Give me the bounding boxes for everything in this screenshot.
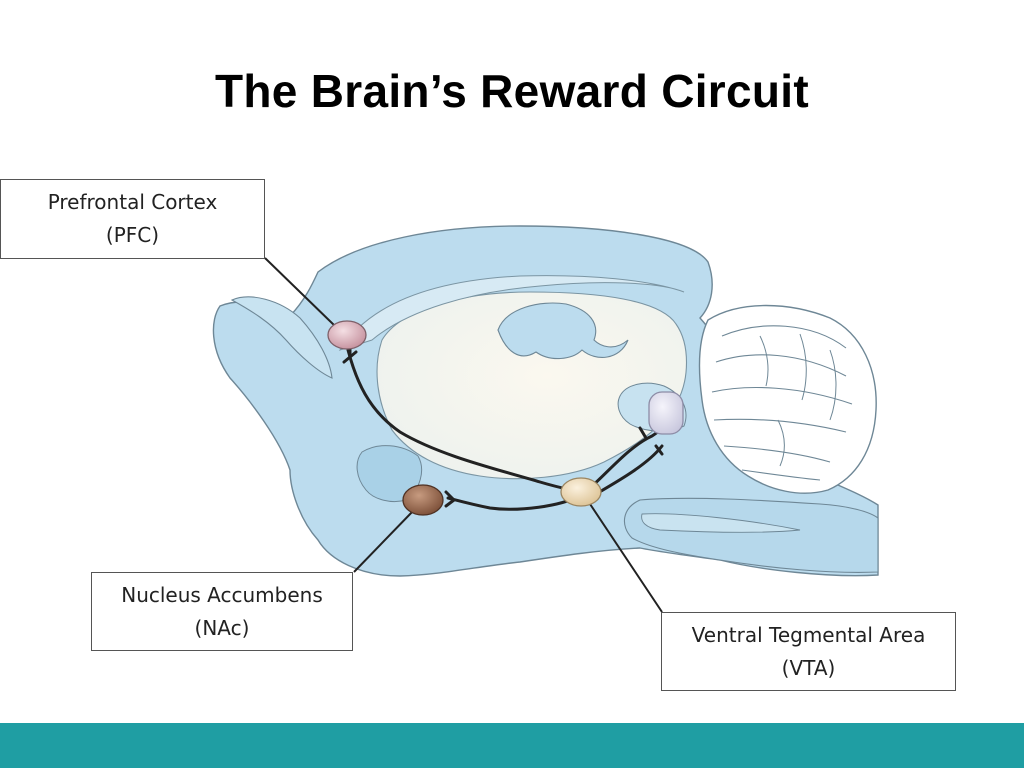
pfc-label: Prefrontal Cortex	[47, 190, 218, 214]
hippocampus	[497, 302, 629, 360]
vta-label: Ventral Tegmental Area	[691, 623, 926, 647]
nac-node	[402, 484, 444, 516]
cerebellum	[698, 304, 877, 494]
brainstem	[623, 497, 879, 573]
nac-label: Nucleus Accumbens	[121, 583, 323, 607]
corpus-callosum	[338, 275, 685, 351]
label-connectors	[264, 257, 663, 613]
olfactory-bulb	[230, 296, 333, 379]
vta-label-box: Ventral Tegmental Area (VTA)	[661, 612, 956, 691]
nac-abbrev: (NAc)	[194, 616, 250, 640]
vta-node	[560, 477, 602, 507]
pfc-node	[327, 320, 367, 350]
pfc-abbrev: (PFC)	[105, 223, 160, 247]
pons-curve	[641, 513, 801, 533]
hind-node	[648, 391, 684, 435]
nac-label-box: Nucleus Accumbens (NAc)	[91, 572, 353, 651]
slide-title: The Brain’s Reward Circuit	[214, 65, 809, 117]
footer-bar	[0, 723, 1024, 768]
pfc-label-box: Prefrontal Cortex (PFC)	[0, 179, 265, 259]
vta-abbrev: (VTA)	[781, 656, 836, 680]
